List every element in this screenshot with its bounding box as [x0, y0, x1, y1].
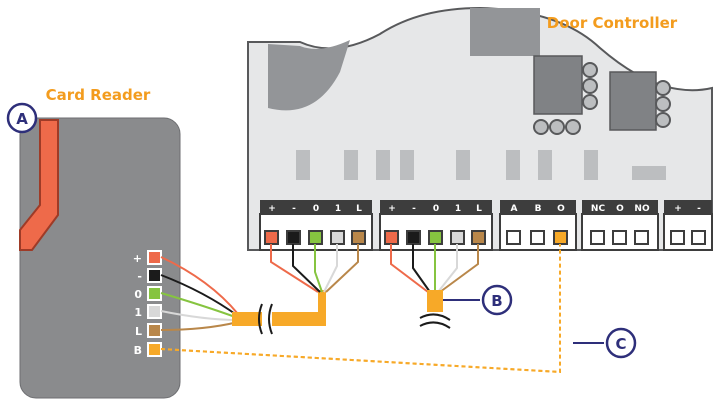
reader-pin-label: 1 [134, 306, 142, 319]
relay-left [533, 55, 583, 115]
ic-chip [470, 8, 540, 56]
cable-b [419, 290, 480, 329]
controller-2-wires [390, 244, 479, 293]
terminal-label: - [412, 204, 416, 214]
terminal-label: A [511, 204, 518, 214]
terminal-label: B [535, 204, 542, 214]
main-cable [232, 290, 326, 335]
terminal-label: 1 [335, 204, 341, 214]
reader-pin-label: B [134, 344, 142, 357]
terminal-label: 1 [455, 204, 461, 214]
terminal-label: - [292, 204, 296, 214]
terminal-label: NC [591, 204, 606, 214]
relay-right [609, 71, 657, 131]
heatsink-chip [268, 40, 350, 111]
dotted-b-line [160, 244, 562, 374]
callout-b-label: B [491, 292, 502, 310]
controller-1-wires [270, 244, 359, 293]
terminal-label: NO [634, 204, 650, 214]
terminal-label: - [697, 204, 701, 214]
terminal-label: L [356, 204, 362, 214]
door-controller-title: Door Controller [547, 14, 678, 32]
reader-pin-label: L [135, 325, 142, 338]
terminal-label: + [674, 204, 682, 214]
terminal-label: O [557, 204, 565, 214]
card-reader: Card Reader + - 0 1 L B A [6, 86, 181, 399]
capacitor-dots [533, 62, 671, 135]
terminal-label: + [388, 204, 396, 214]
reader-badge-label: A [16, 110, 28, 128]
callout-c: C [573, 327, 637, 359]
screw-terminals [264, 230, 706, 245]
terminal-label: + [268, 204, 276, 214]
callout-c-label: C [615, 335, 626, 353]
terminal-label: 0 [313, 204, 319, 214]
terminal-label: L [476, 204, 482, 214]
cable-break-icon [258, 303, 263, 335]
reader-pin-label: + [133, 252, 142, 265]
callout-b: B [481, 284, 513, 316]
terminal-label: 0 [433, 204, 439, 214]
reader-badge-a: A [6, 102, 38, 134]
reader-pin-label: - [137, 270, 142, 283]
reader-pin-label: 0 [134, 288, 142, 301]
card-reader-title: Card Reader [46, 86, 151, 104]
terminal-label: O [616, 204, 624, 214]
terminal-labels: + - 0 1 L + - 0 1 L A B O NC O NO + - [268, 204, 701, 214]
door-controller: + - 0 1 L + - 0 1 L A B O NC O NO + - [247, 6, 713, 251]
card-reader-body [19, 117, 181, 399]
reader-wires [160, 256, 239, 331]
resistor-blocks [296, 150, 666, 180]
card-reader-stripe [19, 119, 59, 251]
